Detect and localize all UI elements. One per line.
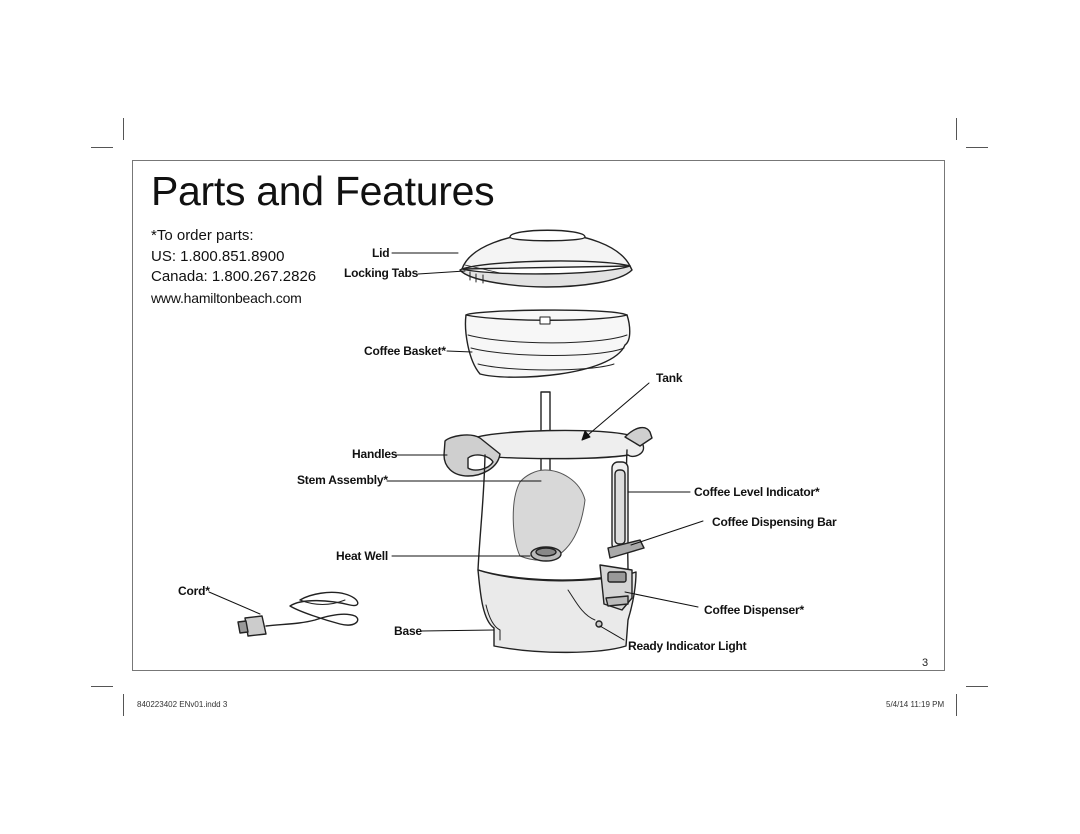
crop-mark: [123, 118, 124, 140]
coffee-basket-illustration: [464, 309, 631, 378]
footer-filename: 840223402 ENv01.indd 3: [137, 700, 228, 709]
label-tank: Tank: [656, 371, 683, 385]
label-ready-indicator-light: Ready Indicator Light: [628, 639, 747, 653]
footer-datetime: 5/4/14 11:19 PM: [886, 700, 945, 709]
label-coffee-level-indicator: Coffee Level Indicator*: [694, 485, 820, 499]
page-frame: [132, 160, 945, 671]
order-parts-us-phone: US: 1.800.851.8900: [151, 247, 285, 265]
crop-mark: [956, 118, 957, 140]
label-base: Base: [394, 624, 422, 638]
label-cord: Cord*: [178, 584, 210, 598]
tank-illustration: [443, 426, 653, 581]
crop-mark: [91, 686, 113, 687]
crop-mark: [956, 694, 957, 716]
page-number: 3: [922, 657, 929, 669]
label-heat-well: Heat Well: [336, 549, 388, 563]
label-locking-tabs: Locking Tabs: [344, 266, 419, 280]
label-coffee-basket: Coffee Basket*: [364, 344, 446, 358]
label-handles: Handles: [352, 447, 398, 461]
crop-mark: [123, 694, 124, 716]
page-title: Parts and Features: [151, 168, 495, 214]
label-stem-assembly: Stem Assembly*: [297, 473, 388, 487]
crop-mark: [966, 147, 988, 148]
label-lid: Lid: [372, 246, 390, 260]
label-coffee-dispenser: Coffee Dispenser*: [704, 603, 804, 617]
order-parts-heading: *To order parts:: [151, 227, 254, 244]
leader-lines: [208, 252, 704, 641]
label-coffee-dispensing-bar: Coffee Dispensing Bar: [712, 515, 837, 529]
order-parts-website[interactable]: www.hamiltonbeach.com: [151, 289, 302, 306]
base-illustration: [477, 564, 637, 654]
crop-mark: [91, 147, 113, 148]
cord-illustration: [237, 591, 359, 637]
order-parts-info: *To order parts: US: 1.800.851.8900 Cana…: [151, 226, 316, 308]
lid-illustration: [459, 229, 633, 288]
crop-mark: [966, 686, 988, 687]
order-parts-canada-phone: Canada: 1.800.267.2826: [151, 268, 317, 285]
